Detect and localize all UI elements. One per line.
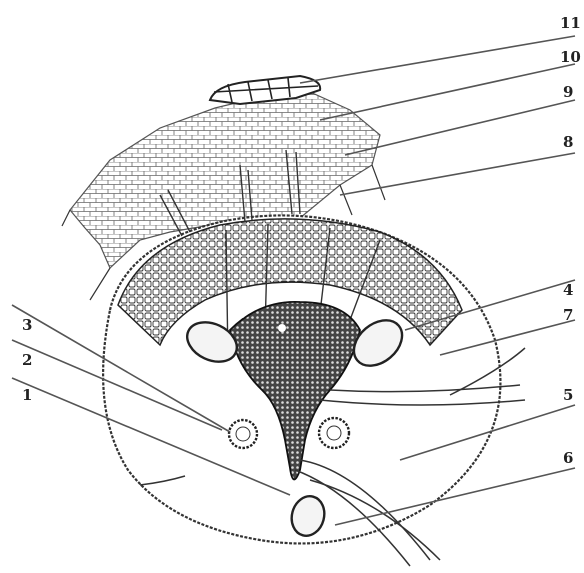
label-10: 10 xyxy=(560,48,581,66)
label-4: 4 xyxy=(563,281,573,299)
label-7: 7 xyxy=(563,306,573,324)
label-3: 3 xyxy=(22,316,32,334)
label-6: 6 xyxy=(563,449,573,467)
label-5: 5 xyxy=(563,386,573,404)
label-8: 8 xyxy=(563,133,573,151)
label-2: 2 xyxy=(22,351,32,369)
label-11: 11 xyxy=(560,14,581,32)
label-1: 1 xyxy=(22,386,32,404)
label-9: 9 xyxy=(563,83,573,101)
